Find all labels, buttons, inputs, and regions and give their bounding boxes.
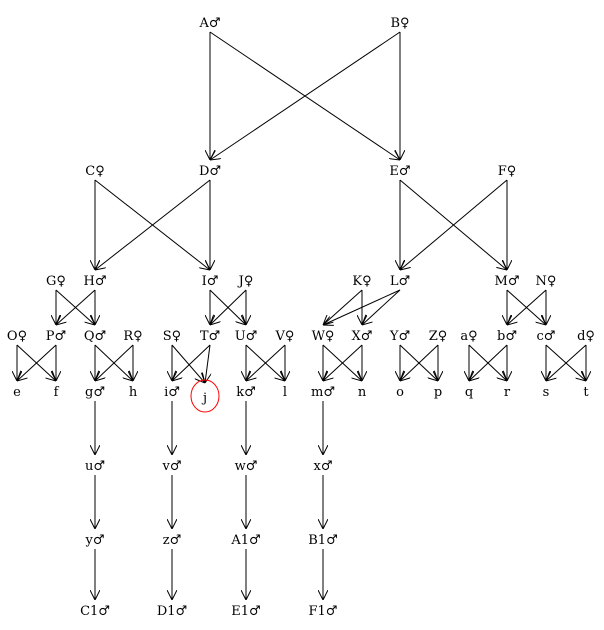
edge-b-to-q	[469, 344, 508, 381]
node-C[interactable]: C♀	[85, 164, 104, 179]
node-B1[interactable]: B1♂	[308, 533, 337, 548]
node-l[interactable]: l	[283, 385, 287, 400]
edge-P-to-e	[17, 344, 57, 381]
node-e[interactable]: e	[13, 385, 21, 400]
node-z[interactable]: z♂	[163, 533, 182, 548]
edge-d-to-s	[546, 344, 587, 381]
node-q[interactable]: q	[465, 385, 473, 400]
edge-H-to-P	[56, 289, 96, 325]
node-F[interactable]: F♀	[498, 164, 517, 179]
node-U[interactable]: U♂	[235, 329, 258, 344]
node-g[interactable]: g♂	[85, 385, 105, 400]
edge-L-to-X	[362, 289, 401, 325]
edge-X-to-m	[323, 344, 363, 381]
node-f[interactable]: f	[54, 385, 60, 400]
node-I[interactable]: I♂	[202, 274, 219, 289]
node-Q[interactable]: Q♂	[84, 329, 106, 344]
node-H[interactable]: H♂	[84, 274, 107, 289]
edge-F-to-L	[400, 179, 508, 270]
node-x[interactable]: x♂	[314, 459, 333, 474]
edge-Z-to-o	[400, 344, 439, 381]
node-R[interactable]: R♀	[123, 329, 142, 344]
edge-J-to-T	[210, 289, 247, 325]
node-u[interactable]: u♂	[85, 459, 105, 474]
node-B[interactable]: B♀	[390, 16, 409, 31]
node-N[interactable]: N♀	[536, 274, 557, 289]
node-a[interactable]: a♀	[460, 329, 477, 344]
node-L[interactable]: L♂	[390, 274, 410, 289]
edge-N-to-b	[507, 289, 547, 325]
node-m[interactable]: m♂	[311, 385, 335, 400]
node-v[interactable]: v♂	[162, 459, 182, 474]
node-K[interactable]: K♀	[352, 274, 371, 289]
node-n[interactable]: n	[358, 385, 367, 400]
node-A[interactable]: A♂	[198, 16, 220, 31]
node-r[interactable]: r	[504, 385, 511, 400]
node-s[interactable]: s	[543, 385, 550, 400]
node-A1[interactable]: A1♂	[230, 533, 260, 548]
node-d[interactable]: d♀	[577, 329, 595, 344]
node-c[interactable]: c♂	[537, 329, 556, 344]
node-G[interactable]: G♀	[46, 274, 66, 289]
node-t[interactable]: t	[583, 385, 589, 400]
edge-D-to-H	[95, 179, 211, 270]
edge-K-to-W	[323, 289, 363, 325]
node-o[interactable]: o	[396, 385, 404, 400]
node-w[interactable]: w♂	[235, 459, 258, 474]
edge-T-to-j	[205, 344, 210, 383]
edge-L-to-W	[323, 289, 401, 325]
node-j[interactable]: j	[201, 391, 207, 406]
node-F1[interactable]: F1♂	[309, 604, 338, 619]
node-V[interactable]: V♀	[275, 329, 295, 344]
node-b[interactable]: b♂	[497, 329, 517, 344]
node-k[interactable]: k♂	[236, 385, 256, 400]
node-C1[interactable]: C1♂	[80, 604, 110, 619]
node-P[interactable]: P♂	[46, 329, 66, 344]
node-E1[interactable]: E1♂	[231, 604, 260, 619]
node-X[interactable]: X♂	[352, 329, 373, 344]
edge-R-to-g	[95, 344, 134, 381]
node-D[interactable]: D♂	[199, 164, 221, 179]
node-D1[interactable]: D1♂	[157, 604, 187, 619]
node-S[interactable]: S♀	[163, 329, 181, 344]
edge-V-to-k	[246, 344, 286, 381]
node-M[interactable]: M♂	[495, 274, 520, 289]
node-y[interactable]: y♂	[85, 533, 105, 548]
edge-S-to-j	[171, 344, 205, 383]
node-T[interactable]: T♂	[200, 329, 220, 344]
node-Y[interactable]: Y♂	[389, 329, 410, 344]
edge-B-to-D	[210, 31, 401, 160]
node-W[interactable]: W♀	[312, 329, 335, 344]
edges-layer	[17, 31, 587, 600]
node-p[interactable]: p	[434, 385, 442, 400]
labels-layer: A♂ B♀ C♀ D♂ E♂ F♀ G♀ H♂ I♂ J♀ K♀ L♂ M♂ N♀ O♀ P♂ Q♂ R♀ S♀ T♂…	[7, 16, 595, 619]
highlight-ring-j	[190, 379, 220, 413]
node-Z[interactable]: Z♀	[429, 329, 448, 344]
node-i[interactable]: i♂	[164, 385, 180, 400]
node-O[interactable]: O♀	[7, 329, 27, 344]
node-E[interactable]: E♂	[389, 164, 410, 179]
node-h[interactable]: h	[129, 385, 138, 400]
highlights-layer	[190, 379, 220, 413]
edge-T-to-i	[172, 344, 211, 381]
node-J[interactable]: J♀	[237, 274, 254, 289]
